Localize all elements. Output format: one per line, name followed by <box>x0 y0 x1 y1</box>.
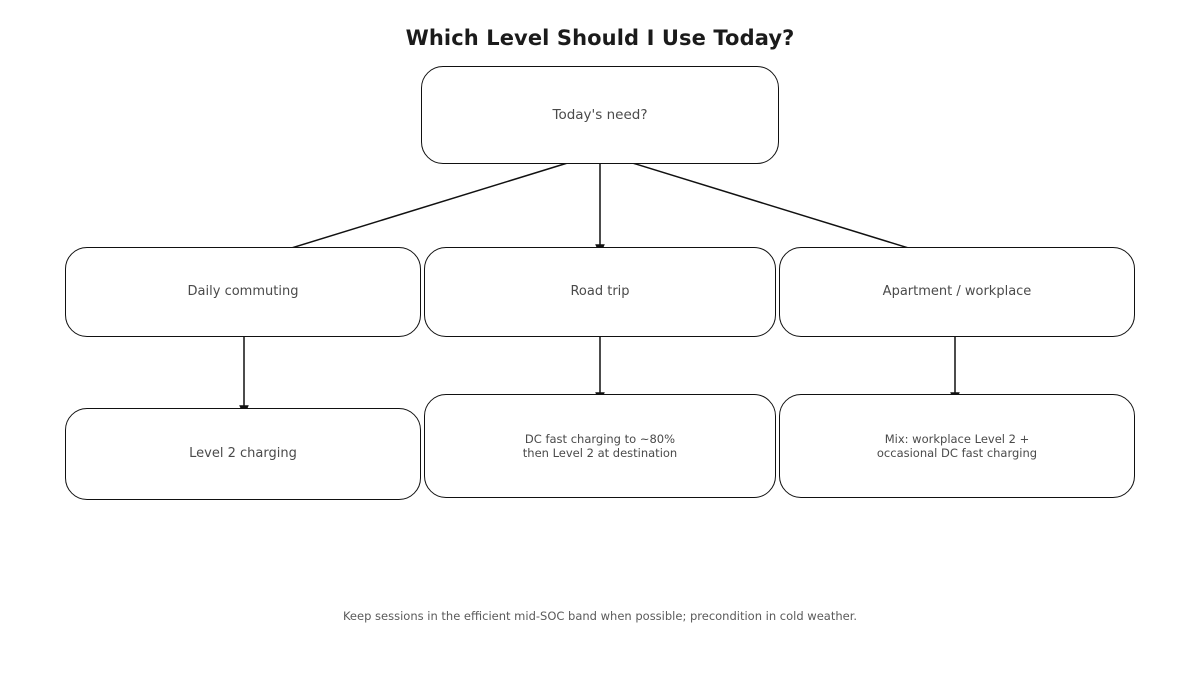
node-mix-workplace-level-2[interactable]: Mix: workplace Level 2 + occasional DC f… <box>779 394 1135 498</box>
node-dc-fast-then-level-2[interactable]: DC fast charging to ~80% then Level 2 at… <box>424 394 776 498</box>
node-todays-need[interactable]: Today's need? <box>421 66 779 164</box>
node-label: Apartment / workplace <box>882 283 1032 299</box>
node-label: Daily commuting <box>187 283 299 299</box>
edge-root-to-apartment-workplace <box>599 152 955 264</box>
node-label: Today's need? <box>552 106 648 123</box>
node-daily-commuting[interactable]: Daily commuting <box>65 247 421 337</box>
footer-note: Keep sessions in the efficient mid-SOC b… <box>342 609 858 623</box>
node-label: Road trip <box>570 283 630 299</box>
node-level-2-charging[interactable]: Level 2 charging <box>65 408 421 500</box>
edge-root-to-daily-commuting <box>245 152 601 264</box>
page-title: Which Level Should I Use Today? <box>405 26 795 50</box>
node-apartment-workplace[interactable]: Apartment / workplace <box>779 247 1135 337</box>
node-label: Level 2 charging <box>189 445 297 461</box>
node-label: DC fast charging to ~80% then Level 2 at… <box>522 431 678 460</box>
node-road-trip[interactable]: Road trip <box>424 247 776 337</box>
node-label: Mix: workplace Level 2 + occasional DC f… <box>876 431 1038 460</box>
